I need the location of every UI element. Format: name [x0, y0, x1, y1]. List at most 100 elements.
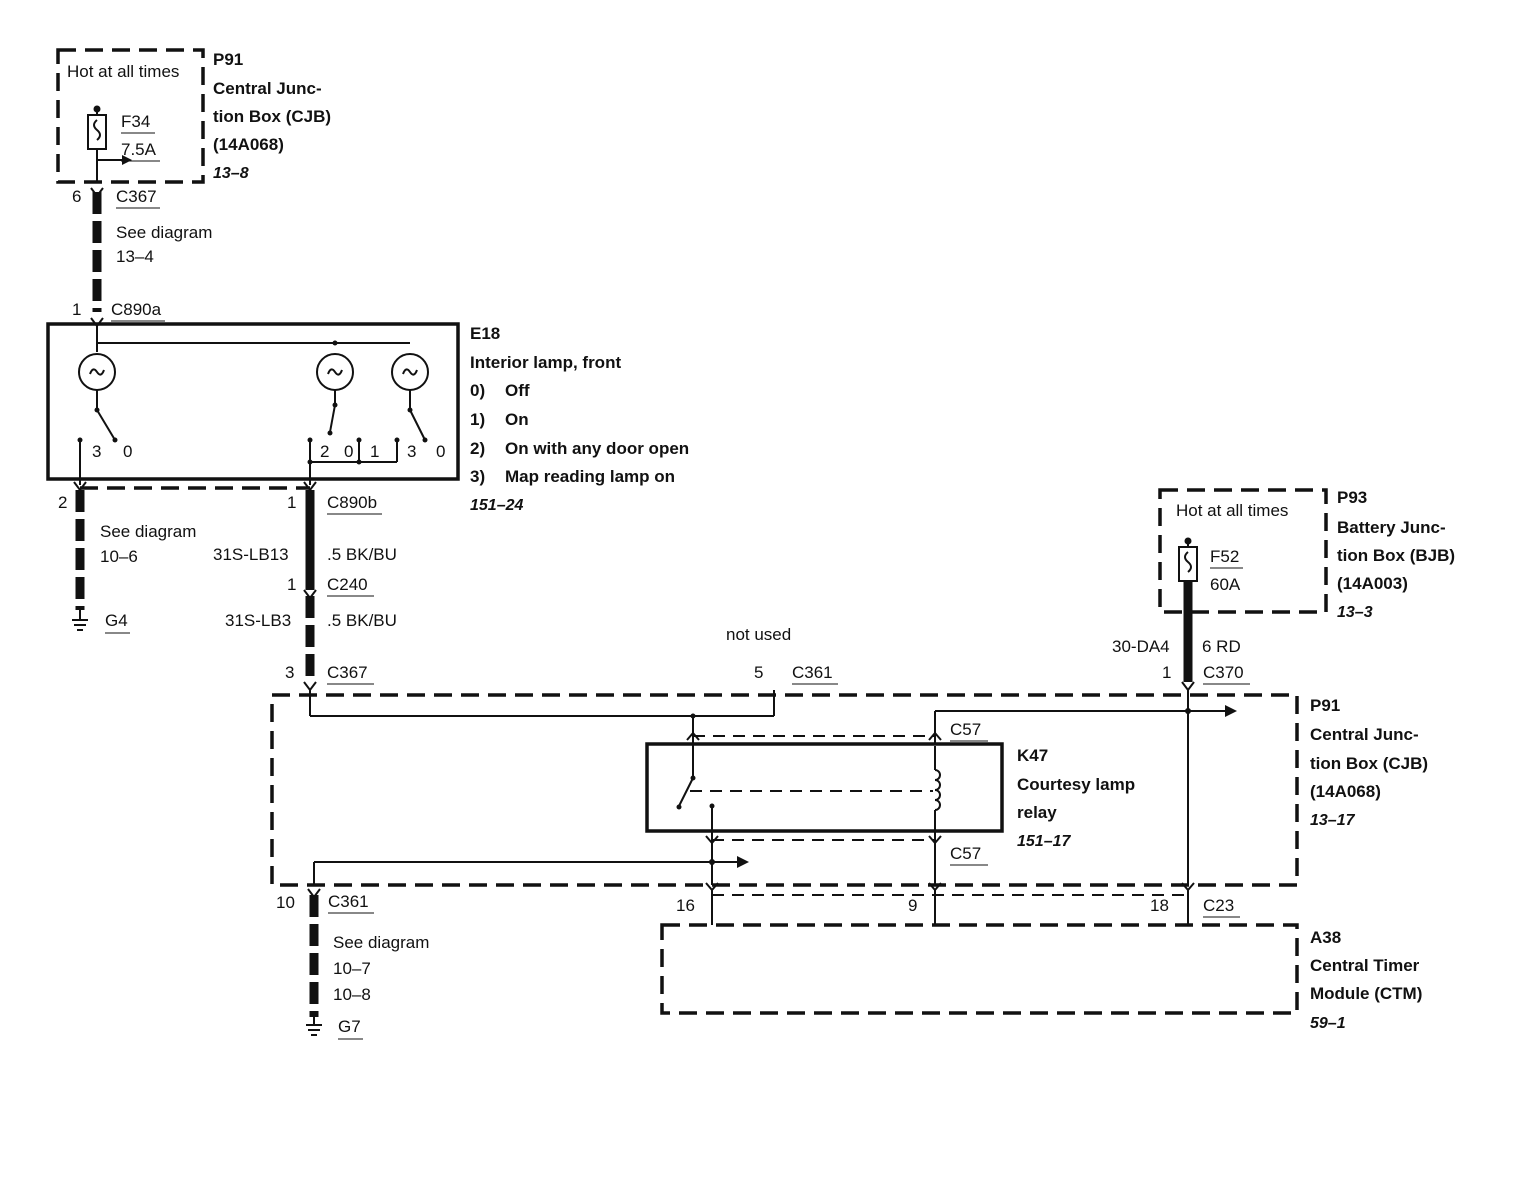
a38-central-timer-module: A38 Central Timer Module (CTM) 59–1: [660, 923, 1422, 1032]
p91-top-hot-label: Hot at all times: [67, 62, 179, 81]
c361-bottom-see-ref-1: 10–7: [333, 959, 371, 978]
fuse-f34-rating: 7.5A: [121, 140, 157, 159]
c890b-circuit: 31S-LB13: [213, 545, 289, 564]
k47-connector-bottom: C57: [950, 844, 981, 863]
p93-hot-label: Hot at all times: [1176, 501, 1288, 520]
left-branch-see-label: See diagram: [100, 522, 196, 541]
p93-id: P93: [1337, 488, 1367, 507]
p93-ref: 13–3: [1337, 604, 1373, 621]
e18-switch-pos-3a: 3: [92, 442, 101, 461]
p93-name-2: tion Box (BJB): [1337, 546, 1455, 565]
e18-state-0-label: Off: [505, 381, 530, 400]
p93-name-1: Battery Junc-: [1337, 518, 1446, 537]
fuse-f52-rating: 60A: [1210, 575, 1241, 594]
fuse-f34-id: F34: [121, 112, 150, 131]
c890b-name: C890b: [327, 493, 377, 512]
c361-bottom-pin: 10: [276, 893, 295, 912]
c370-connector: 30-DA4 6 RD 1 C370: [1112, 581, 1250, 692]
c240-pin: 1: [287, 575, 296, 594]
e18-state-1-label: On: [505, 410, 529, 429]
p91-top-ref: 13–8: [213, 165, 249, 182]
c240-name: C240: [327, 575, 368, 594]
k47-courtesy-lamp-relay: [645, 731, 1004, 885]
k47-id: K47: [1017, 746, 1048, 765]
lamp-bulb-icon: [391, 353, 429, 441]
e18-state-2-num: 2): [470, 439, 485, 458]
c240-wire-spec: .5 BK/BU: [327, 611, 397, 630]
c361-bottom-see-label: See diagram: [333, 933, 429, 952]
a38-id: A38: [1310, 928, 1341, 947]
k47-connector-top: C57: [950, 720, 981, 739]
ground-g4-label: G4: [105, 611, 128, 630]
c370-pin: 1: [1162, 663, 1171, 682]
p91-mid-ref: 13–17: [1310, 812, 1356, 829]
e18-id: E18: [470, 324, 500, 343]
p91-top-id: P91: [213, 50, 243, 69]
k47-name-1: Courtesy lamp: [1017, 775, 1135, 794]
c370-wire-spec: 6 RD: [1202, 637, 1241, 656]
c370-name: C370: [1203, 663, 1244, 682]
p93-battery-junction-box: Hot at all times P93 Battery Junc- tion …: [1158, 488, 1455, 621]
p91-mid-junction-box: P91 Central Junc- tion Box (CJB) (14A068…: [270, 690, 1428, 887]
c361-bottom-connector: 10 C361 See diagram 10–7 10–8 G7: [276, 888, 429, 1040]
c23-connector: 16 9 18 C23: [676, 882, 1240, 925]
p91-top-part: (14A068): [213, 135, 284, 154]
left-branch-see-ref: 10–6: [100, 547, 138, 566]
c361-top-connector: not used 5 C361: [726, 625, 838, 716]
c367-top-name: C367: [116, 187, 157, 206]
lamp-bulb-icon: [78, 353, 116, 441]
p91-top-name-1: Central Junc-: [213, 79, 322, 98]
c361-top-pin: 5: [754, 663, 763, 682]
p93-part: (14A003): [1337, 574, 1408, 593]
c367-top-see-ref: 13–4: [116, 247, 154, 266]
p91-mid-part: (14A068): [1310, 782, 1381, 801]
p93-box-outline: [1158, 488, 1328, 614]
c361-bottom-name: C361: [328, 892, 369, 911]
c361-bottom-see-ref-2: 10–8: [333, 985, 371, 1004]
c23-name: C23: [1203, 896, 1234, 915]
c23-pin-16: 16: [676, 896, 695, 915]
p91-top-junction-box: Hot at all times P91 Central Junc- tion …: [56, 48, 331, 184]
c890b-pin: 1: [287, 493, 296, 512]
ground-g4-icon: [72, 610, 88, 631]
e18-switch-pos-3b: 3: [407, 442, 416, 461]
e18-ref: 151–24: [470, 497, 523, 514]
a38-name-2: Module (CTM): [1310, 984, 1422, 1003]
e18-box-outline: [46, 322, 460, 481]
c23-pin-18: 18: [1150, 896, 1169, 915]
e18-switch-pos-2: 2: [320, 442, 329, 461]
e18-switch-pos-1: 1: [370, 442, 379, 461]
k47-ref: 151–17: [1017, 833, 1071, 850]
p91-mid-name-2: tion Box (CJB): [1310, 754, 1428, 773]
c240-circuit: 31S-LB3: [225, 611, 291, 630]
e18-state-0-num: 0): [470, 381, 485, 400]
left-ground-branch: 2 See diagram 10–6 G4: [58, 481, 196, 634]
c361-top-note: not used: [726, 625, 791, 644]
c23-pin-9: 9: [908, 896, 917, 915]
relay-coil-icon: [934, 746, 941, 885]
p91-mid-name-1: Central Junc-: [1310, 725, 1419, 744]
fuse-f52-icon: [1178, 537, 1198, 582]
a38-name-1: Central Timer: [1310, 956, 1420, 975]
c370-circuit: 30-DA4: [1112, 637, 1170, 656]
c367-top-pin: 6: [72, 187, 81, 206]
k47-box-outline: [645, 742, 1004, 833]
p91-top-name-2: tion Box (CJB): [213, 107, 331, 126]
fuse-f52-id: F52: [1210, 547, 1239, 566]
e18-switch-pos-0c: 0: [436, 442, 445, 461]
c367-mid-pin: 3: [285, 663, 294, 682]
c361-top-name: C361: [792, 663, 833, 682]
p91-top-box-outline: [56, 48, 205, 184]
c367-mid-name: C367: [327, 663, 368, 682]
lamp-bulb-icon: [316, 340, 354, 436]
c890a-name: C890a: [111, 300, 162, 319]
e18-state-2-label: On with any door open: [505, 439, 689, 458]
p91-mid-id: P91: [1310, 696, 1340, 715]
e18-interior-lamp: 3 0 2 0 1 3 0 E18 Interior lamp, front 0…: [46, 322, 689, 514]
c367-top-connector: 6 C367 See diagram 13–4 1 C890a: [72, 187, 212, 328]
p91-mid-box-outline: [270, 693, 1299, 887]
ground-g7-icon: [306, 1017, 322, 1036]
e18-state-3-label: Map reading lamp on: [505, 467, 675, 486]
e18-name: Interior lamp, front: [470, 353, 621, 372]
